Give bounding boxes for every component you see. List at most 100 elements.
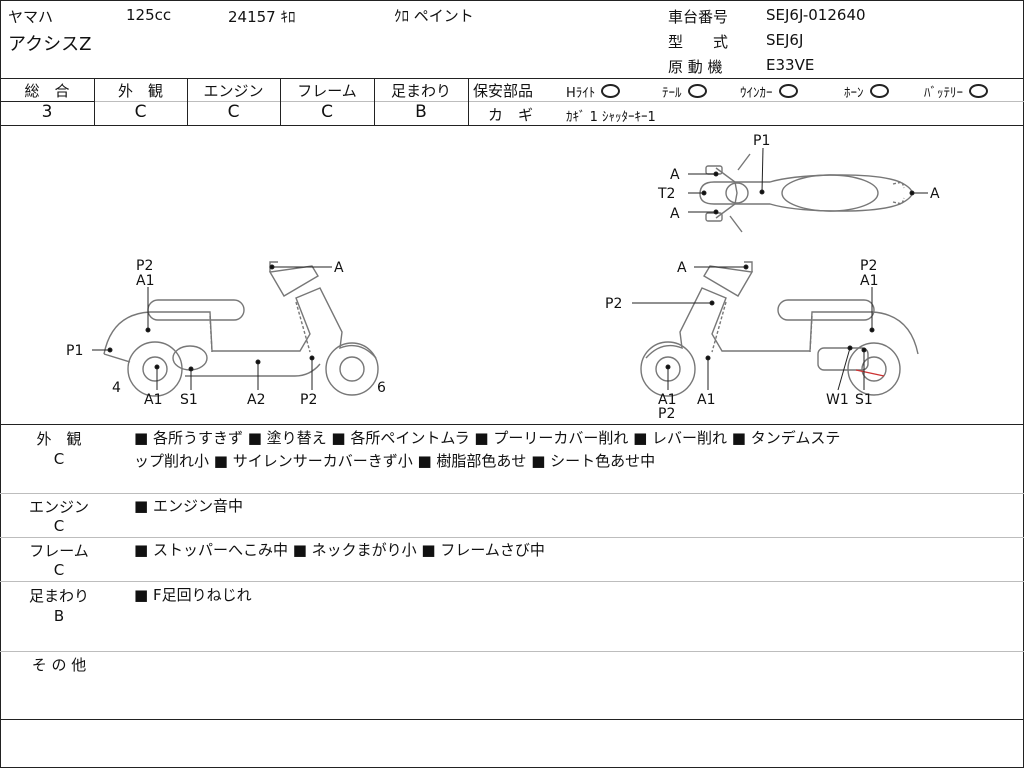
divider <box>0 101 94 102</box>
safety-item-label: ﾃｰﾙ <box>662 86 682 101</box>
divider <box>0 651 1024 652</box>
diagram-label: A <box>677 260 687 276</box>
grade-engine-value: C <box>227 102 240 122</box>
safety-item-battery: ﾊﾞｯﾃﾘｰ <box>924 82 988 101</box>
diagram-label: A <box>670 167 680 183</box>
section-notes: ■ ストッパーへこみ中 ■ ネックまがり小 ■ フレームさび中 <box>134 539 1014 562</box>
ok-mark-icon <box>969 84 988 98</box>
model-name: アクシスZ <box>8 34 92 55</box>
grade-engine-label: エンジン <box>203 82 264 100</box>
note-line: ■ 各所うすきず ■ 塗り替え ■ 各所ペイントムラ ■ プーリーカバー削れ ■… <box>134 429 841 447</box>
safety-item-label: ﾎｰﾝ <box>844 86 864 101</box>
diagram-label: A1 <box>860 273 878 289</box>
section-grade: B <box>53 607 65 625</box>
diagram-label: P2 <box>658 406 675 422</box>
diagram-label: A1 <box>697 392 715 408</box>
divider <box>0 424 1024 425</box>
grade-overall-value: 3 <box>41 102 53 122</box>
scooter-top-view <box>699 153 913 233</box>
diagram-label: T2 <box>657 186 675 202</box>
divider <box>0 493 1024 494</box>
grade-suspension-label: 足まわり <box>390 82 451 100</box>
divider <box>0 537 1024 538</box>
grade-suspension-value: B <box>415 102 427 122</box>
note-line: ■ ストッパーへこみ中 ■ ネックまがり小 ■ フレームさび中 <box>134 541 545 559</box>
divider <box>468 101 1024 102</box>
section-grade: C <box>53 517 65 535</box>
diagram-label: A <box>334 260 344 276</box>
key-label: カ ギ <box>488 106 534 124</box>
divider <box>0 581 1024 582</box>
ok-mark-icon <box>869 84 889 98</box>
safety-title: 保安部品 <box>473 82 534 100</box>
safety-item-taillight: ﾃｰﾙ <box>662 82 707 101</box>
divider <box>94 101 468 102</box>
diagram-label: S1 <box>855 392 873 408</box>
safety-item-headlight: Hﾗｲﾄ <box>566 82 621 101</box>
section-label: フレーム <box>29 542 89 560</box>
diagram-label: A1 <box>136 273 154 289</box>
diagram-label: A <box>670 206 680 222</box>
safety-item-winker: ｳｲﾝｶｰ <box>740 82 798 101</box>
grade-frame-label: フレーム <box>297 82 357 100</box>
section-notes: ■ F足回りねじれ <box>134 584 1014 607</box>
engine-model-value: E33VE <box>766 56 815 74</box>
section-label: エンジン <box>28 498 89 516</box>
section-label: そ の 他 <box>31 656 87 674</box>
section-grade: C <box>53 450 65 468</box>
diagram-label: A <box>930 186 940 202</box>
ok-mark-icon <box>687 84 707 98</box>
divider <box>94 78 95 125</box>
diagram-label: P1 <box>753 133 770 149</box>
safety-item-label: ｳｲﾝｶｰ <box>740 86 773 101</box>
engine-model-label: 原 動 機 <box>668 58 723 76</box>
divider <box>187 78 188 125</box>
note-line: ップ削れ小 ■ サイレンサーカバーきず小 ■ 樹脂部色あせ ■ シート色あせ中 <box>134 452 656 470</box>
grade-exterior-value: C <box>134 102 147 122</box>
note-line: ■ エンジン音中 <box>134 497 243 515</box>
diagram-label: 4 <box>112 380 121 396</box>
divider <box>468 78 469 125</box>
divider <box>0 78 1024 79</box>
grade-overall-label: 総 合 <box>24 82 70 100</box>
divider <box>280 78 281 125</box>
ok-mark-icon <box>601 84 621 98</box>
damage-diagram: P1 A T2 A A P2 A1 P1 A 4 A1 S1 A2 P2 6 A… <box>66 133 940 422</box>
mileage: 24157 ｷﾛ <box>228 8 296 26</box>
diagram-label: 6 <box>377 380 386 396</box>
chassis-label: 車台番号 <box>668 8 729 26</box>
grade-exterior-label: 外 観 <box>117 82 163 100</box>
diagram-label: P2 <box>860 258 877 274</box>
chassis-number: SEJ6J-012640 <box>766 6 866 24</box>
safety-item-label: ﾊﾞｯﾃﾘｰ <box>924 86 963 101</box>
maker-name: ヤマハ <box>8 8 54 26</box>
section-label: 外 観 <box>36 430 82 448</box>
divider <box>0 719 1024 720</box>
section-notes: ■ 各所うすきず ■ 塗り替え ■ 各所ペイントムラ ■ プーリーカバー削れ ■… <box>134 427 1014 473</box>
safety-item-horn: ﾎｰﾝ <box>844 82 889 101</box>
displacement: 125cc <box>126 6 172 24</box>
diagram-label: A1 <box>658 392 676 408</box>
section-grade: C <box>53 561 65 579</box>
body-color: ｸﾛ ペイント <box>394 7 474 25</box>
section-label: 足まわり <box>28 587 89 605</box>
scooter-right-view <box>640 261 919 397</box>
key-value: ｶｷﾞ 1 ｼｬｯﾀｰｷｰ1 <box>566 110 656 125</box>
note-line: ■ F足回りねじれ <box>134 586 252 604</box>
ok-mark-icon <box>778 84 798 98</box>
divider <box>374 78 375 125</box>
diagram-label: P2 <box>300 392 317 408</box>
safety-item-label: Hﾗｲﾄ <box>566 86 596 101</box>
grade-frame-value: C <box>321 102 333 122</box>
diagram-label: P1 <box>66 343 83 359</box>
divider <box>0 125 1024 126</box>
type-label: 型 式 <box>668 33 729 51</box>
diagram-label: A1 <box>144 392 162 408</box>
diagram-label: W1 <box>826 392 849 408</box>
diagram-label: S1 <box>180 392 198 408</box>
diagram-label: P2 <box>605 296 622 312</box>
section-notes: ■ エンジン音中 <box>134 495 1014 518</box>
diagram-label: A2 <box>247 392 265 408</box>
diagram-label: P2 <box>136 258 153 274</box>
type-value: SEJ6J <box>766 31 804 49</box>
